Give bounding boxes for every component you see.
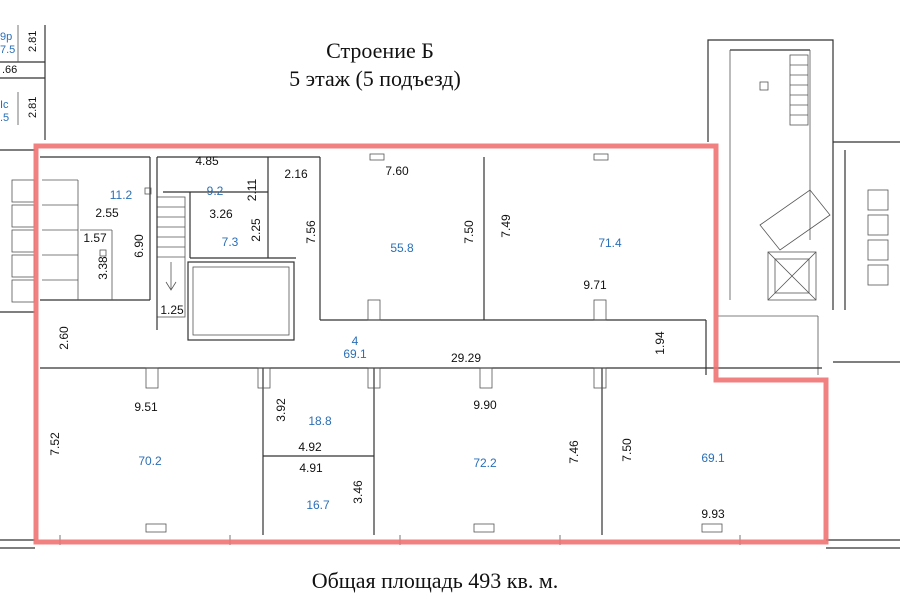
dim-label: 3.46	[351, 480, 365, 504]
area-label-room: 55.8	[390, 241, 414, 255]
door	[367, 367, 381, 389]
dim-label: 9.71	[583, 278, 607, 292]
area-label-room: 9.2	[207, 184, 224, 198]
column	[701, 523, 723, 533]
column	[145, 523, 167, 533]
dim-label: 4.85	[195, 154, 219, 168]
dim-label: 7.50	[620, 438, 634, 462]
dim-label: 7.52	[48, 432, 62, 456]
area-label-corridor: 69.1	[343, 347, 367, 361]
dim-label: 7.56	[304, 220, 318, 244]
stair-landing	[759, 189, 831, 251]
neighbour-label: .66	[2, 64, 17, 76]
dimension-labels: 4.85 2.16 2.11 3.26 2.25 2.55 1.57 3.38 …	[48, 154, 725, 521]
neighbour-label: Ic	[0, 99, 9, 111]
shaft	[187, 261, 295, 341]
area-label-room: 70.2	[138, 454, 162, 468]
dim-label: 9.90	[473, 398, 497, 412]
area-label-room: 7.3	[222, 235, 239, 249]
dim-label: 4.92	[298, 440, 322, 454]
toilet-stall	[11, 279, 35, 303]
plan-title-building: Строение Б	[326, 38, 434, 63]
toilet-stall	[867, 189, 889, 211]
shaft-inner	[192, 266, 290, 336]
dim-label: 2.16	[284, 167, 308, 181]
column	[473, 523, 495, 533]
rented-area-outline	[33, 143, 829, 545]
toilet-stall	[11, 254, 35, 278]
toilet-stall	[11, 229, 35, 253]
column	[759, 81, 769, 91]
column	[369, 153, 385, 161]
toilet-stall	[867, 264, 889, 286]
dim-label: 7.49	[499, 214, 513, 238]
neighbour-label: 9р	[0, 31, 12, 43]
neighbour-label: .5	[0, 112, 9, 124]
left-neighbour-fragment: 9р 7.5 2.81 .66 Ic .5 2.81	[0, 25, 46, 140]
area-labels: 11.2 9.2 7.3 55.8 71.4 4 69.1 70.2 18.8 …	[110, 184, 725, 512]
toilet-stall	[867, 214, 889, 236]
dim-label: 3.92	[274, 398, 288, 422]
dim-label: 7.50	[462, 220, 476, 244]
dim-label: 2.60	[57, 326, 71, 350]
right-stair-block	[707, 39, 834, 310]
column	[99, 249, 107, 257]
door	[479, 367, 493, 389]
neighbour-label: 2.81	[27, 97, 39, 118]
dim-label: 7.60	[385, 164, 409, 178]
left-toilets-strip	[0, 149, 35, 313]
interior-walls	[0, 153, 900, 549]
toilet-stall	[867, 239, 889, 261]
door	[257, 367, 271, 389]
door	[593, 299, 607, 321]
dim-label: 4.91	[299, 461, 323, 475]
corridor-number: 4	[352, 334, 359, 348]
right-toilets-strip	[833, 141, 900, 363]
dim-label: 2.25	[249, 218, 263, 242]
elevator-cross	[767, 251, 817, 301]
dim-label: 9.93	[701, 507, 725, 521]
elevator-cabin	[774, 258, 810, 294]
dim-label: 3.38	[96, 256, 110, 280]
door	[367, 299, 381, 321]
toilet-stall	[11, 204, 35, 228]
area-label-wc: 11.2	[110, 188, 133, 202]
stair-flight	[789, 54, 809, 126]
wall	[707, 39, 834, 310]
column	[593, 153, 609, 161]
dim-label: 6.90	[132, 234, 146, 258]
area-label-room: 18.8	[308, 414, 332, 428]
dim-label: 3.26	[209, 207, 233, 221]
dim-label: 1.57	[83, 231, 107, 245]
area-label-room: 69.1	[701, 451, 725, 465]
dim-label: 7.46	[567, 440, 581, 464]
dim-label: 29.29	[451, 351, 481, 365]
elevator-shaft	[767, 251, 817, 301]
area-label-room: 16.7	[306, 498, 330, 512]
plan-title-floor: 5 этаж (5 подъезд)	[289, 66, 461, 91]
neighbour-label: 2.81	[27, 31, 39, 52]
stair-arrow-head	[165, 281, 177, 291]
dim-label: 1.94	[653, 331, 667, 355]
dim-label: 2.11	[245, 178, 259, 201]
total-area-caption: Общая площадь 493 кв. м.	[312, 568, 559, 593]
dim-label: 1.25	[160, 303, 184, 317]
column	[144, 187, 152, 195]
area-label-room: 71.4	[598, 236, 622, 250]
neighbour-label: 7.5	[0, 44, 15, 56]
door	[593, 367, 607, 389]
dim-label: 9.51	[134, 400, 158, 414]
door	[145, 367, 159, 389]
toilet-stall	[11, 179, 35, 203]
area-label-room: 72.2	[473, 456, 497, 470]
dim-label: 2.55	[95, 206, 119, 220]
